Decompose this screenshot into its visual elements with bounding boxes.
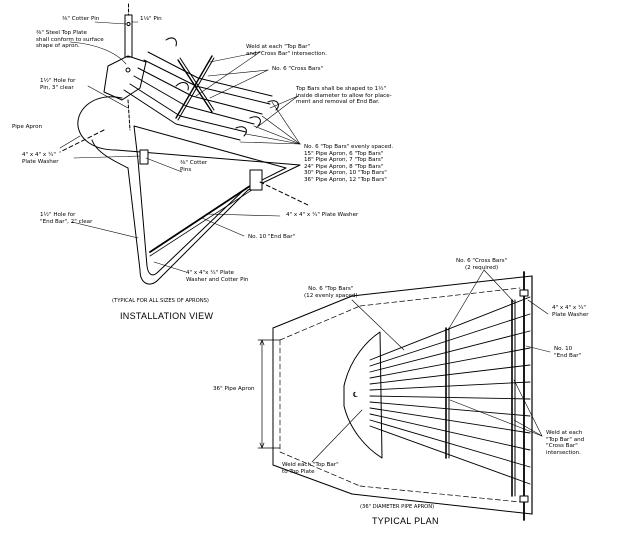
- label-plate-washer-left: 4" x 4" x ¼" Plate Washer: [22, 152, 59, 165]
- cross-bars-install: [175, 55, 215, 121]
- top-plate: [103, 55, 147, 101]
- plan-apron: [272, 275, 533, 515]
- installation-title: INSTALLATION VIEW: [120, 311, 214, 321]
- pin: [124, 3, 133, 58]
- plan-title: TYPICAL PLAN: [372, 516, 439, 526]
- plan-hidden-lines: [279, 287, 521, 503]
- plan-top-bars: [369, 296, 531, 485]
- label-pin: 1⅛" Pin: [140, 16, 162, 22]
- end-bar-edge: [149, 185, 259, 257]
- pin-hole: [125, 67, 131, 73]
- plan-label-top-bars: No. 6 "Top Bars" (12 evenly spaced): [304, 286, 358, 299]
- axis-line: [59, 129, 105, 153]
- label-cotter-pins: ⅜" Cotter Pins: [180, 160, 208, 173]
- label-pipe-apron: Pipe Apron: [12, 124, 43, 130]
- typical-note: (TYPICAL FOR ALL SIZES OF APRONS): [112, 298, 209, 304]
- label-hole-end-bar: 1½" Hole for "End Bar", 2" clear: [40, 212, 93, 225]
- plan-leaders: [311, 269, 551, 463]
- label-steel-top-plate: ⅜" Steel Top Plate shall conform to surf…: [36, 30, 104, 50]
- plan-label-end-bar: No. 10 "End Bar": [554, 346, 582, 359]
- label-top-bars-spaced: No. 6 "Top Bars" evenly spaced. 15" Pipe…: [304, 144, 394, 183]
- plan-diameter-note: (36" DIAMETER PIPE APRON): [360, 504, 435, 510]
- axis-line-2: [259, 181, 311, 207]
- plate-washer-left: [139, 149, 149, 165]
- label-hole-pin: 1½" Hole for Pin, 3" clear: [40, 78, 76, 91]
- plan-cross-bars: [445, 299, 516, 497]
- plan-top-plate: [343, 331, 383, 459]
- centerline: [127, 99, 131, 131]
- plan-label-plate-washer: 4" x 4" x ¼" Plate Washer: [552, 305, 589, 318]
- label-end-bar: No. 10 "End Bar": [248, 234, 296, 240]
- plan-end-bar: [519, 271, 529, 521]
- label-top-bars-shaped: Top Bars shall be shaped to 1½" inside d…: [296, 86, 392, 106]
- plan-label-weld-top-plate: Weld each "Top Bar" to Top Plate: [282, 462, 339, 475]
- install-leaders: [59, 21, 301, 273]
- label-cross-bars: No. 6 "Cross Bars": [272, 66, 324, 72]
- end-bar: [149, 181, 257, 253]
- label-washer-cotter: 4" x 4"x ¼" Plate Washer and Cotter Pin: [186, 270, 249, 283]
- pipe-apron-outline: [77, 96, 301, 285]
- plan-label-pipe-apron: 36" Pipe Apron: [213, 386, 255, 392]
- label-cotter-pin: ⅜" Cotter Pin: [62, 16, 100, 22]
- apron-rim: [133, 125, 287, 276]
- label-plate-washer-right: 4" x 4" x ¼" Plate Washer: [286, 212, 359, 218]
- label-weld-top-cross: Weld at each "Top Bar" and "Cross Bar" i…: [246, 44, 327, 57]
- dimension-36: [257, 339, 281, 449]
- plan-centerline-symbol: ℄: [353, 391, 358, 399]
- plan-label-weld-intersection: Weld at each "Top Bar" and "Cross Bar" i…: [546, 430, 585, 456]
- plate-washer-right: [249, 169, 263, 191]
- plan-label-cross-bars: No. 6 "Cross Bars" (2 required): [456, 258, 508, 271]
